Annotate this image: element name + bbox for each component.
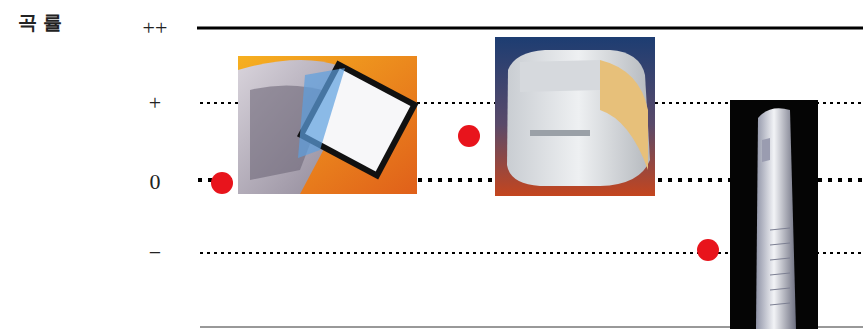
- axis-title: 곡 률: [18, 13, 63, 32]
- position-dot: [211, 172, 233, 194]
- axis-line: [197, 27, 863, 30]
- position-dot: [697, 239, 719, 261]
- axis-tick: 0: [150, 171, 161, 193]
- axis-tick: −: [149, 242, 161, 264]
- axis-tick: +: [149, 92, 161, 114]
- product-photo: [238, 56, 419, 194]
- product-photo: [730, 100, 818, 329]
- position-dot: [458, 125, 480, 147]
- product-photo: [495, 37, 655, 196]
- axis-tick: ++: [143, 17, 168, 39]
